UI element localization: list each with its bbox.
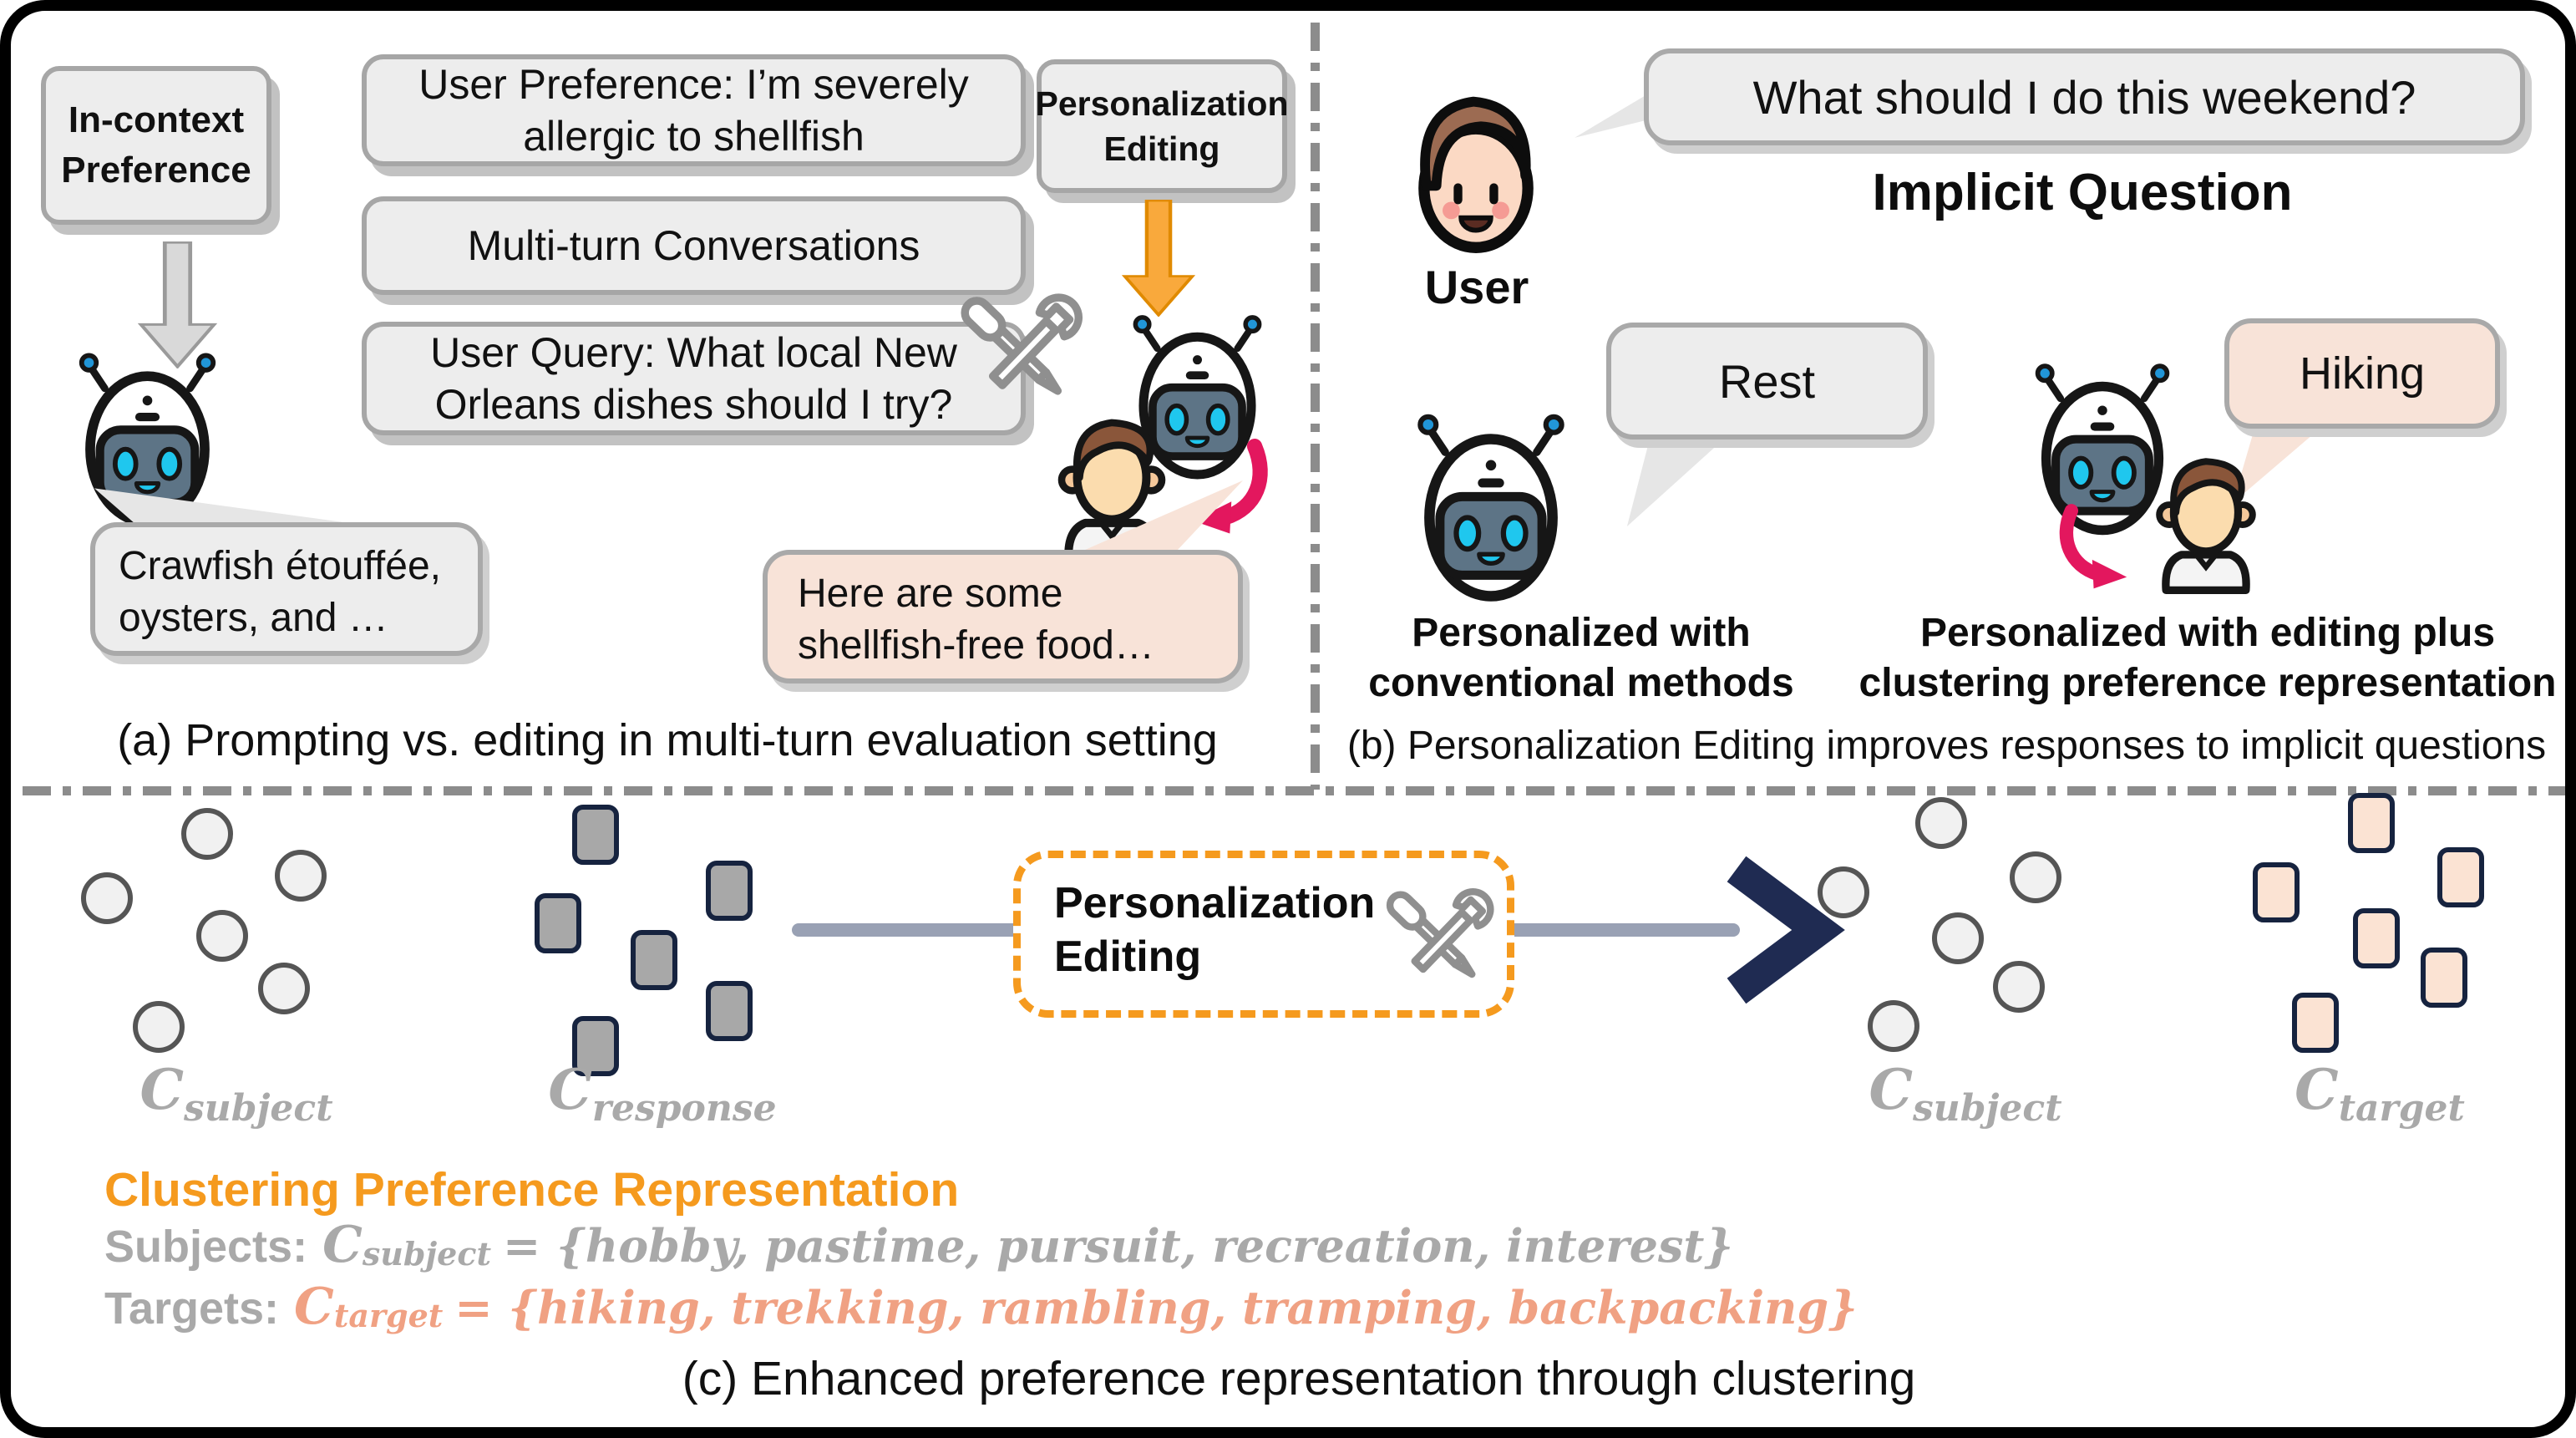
cluster-dot-response — [706, 861, 753, 921]
cluster-dot-subject-before — [181, 808, 233, 860]
conventional-method-label: Personalized with conventional methods — [1368, 611, 1794, 705]
personalization-editing-tag: Personalization Editing — [1036, 59, 1289, 193]
cluster-dot-subject-before — [275, 850, 327, 902]
pink-curved-arrow-icon — [2059, 504, 2127, 589]
cluster-dot-response — [631, 930, 677, 990]
subjects-symbol: C — [322, 1216, 363, 1274]
cluster-dot-subject-after — [1915, 797, 1967, 849]
cluster-dot-subject-before — [196, 910, 248, 962]
editing-method-label: Personalized with editing plus clusterin… — [1858, 611, 2557, 705]
subjects-set: = {hobby, pastime, pursuit, recreation, … — [503, 1219, 1734, 1273]
implicit-question-label: Implicit Question — [1872, 164, 2293, 221]
clustering-heading: Clustering Preference Representation — [104, 1163, 960, 1217]
person-icon — [2139, 444, 2273, 599]
speech-tail — [1626, 433, 1732, 526]
cluster-dot-subject-after — [1932, 912, 1984, 964]
edited-response-bubble: Here are some shellfish-free food… — [763, 550, 1243, 683]
cluster-dot-target — [2421, 948, 2467, 1008]
cluster-dot-subject-after — [1818, 866, 1869, 918]
cluster-dot-target — [2437, 847, 2484, 907]
hiking-bubble: Hiking — [2224, 318, 2500, 429]
subjects-prefix: Subjects: — [104, 1222, 308, 1272]
cluster-label-subject-before: Csubject — [139, 1057, 333, 1131]
targets-subscript: target — [333, 1297, 444, 1335]
cluster-dot-response — [535, 893, 581, 953]
cluster-dot-target — [2292, 993, 2339, 1053]
cluster-dot-target — [2348, 793, 2395, 853]
cluster-label-target: Ctarget — [2295, 1057, 2465, 1131]
horizontal-divider — [23, 786, 2565, 795]
cluster-dot-target — [2353, 908, 2400, 968]
weekend-question-bubble: What should I do this weekend? — [1644, 48, 2525, 145]
robot-icon — [1412, 410, 1569, 607]
pink-curved-arrow-icon — [1193, 438, 1268, 534]
targets-prefix: Targets: — [104, 1283, 280, 1334]
personalization-editing-box-label: Personalization Editing — [1054, 879, 1376, 981]
incontext-preference-tag: In-context Preference — [41, 66, 271, 225]
cluster-dot-subject-before — [258, 963, 310, 1014]
cluster-dot-response — [706, 981, 753, 1041]
user-preference-box: User Preference: I’m severely allergic t… — [362, 54, 1026, 166]
cluster-label-subject-after: Csubject — [1869, 1057, 2062, 1131]
targets-set: = {hiking, trekking, rambling, tramping,… — [454, 1281, 1858, 1334]
orange-down-arrow-icon — [1122, 200, 1195, 317]
chevron-arrowhead-icon — [1727, 856, 1845, 1004]
rest-bubble: Rest — [1606, 323, 1928, 440]
cluster-dot-target — [2253, 862, 2300, 922]
cluster-dot-subject-after — [2010, 851, 2061, 903]
cluster-dot-response — [572, 805, 619, 865]
subjects-subscript: subject — [362, 1235, 492, 1273]
caption-b: (b) Personalization Editing improves res… — [1346, 724, 2547, 768]
subjects-line: Subjects: Csubject = {hobby, pastime, purs… — [104, 1216, 1733, 1274]
targets-line: Targets: Ctarget = {hiking, trekking, ramb… — [104, 1278, 1858, 1336]
cluster-dot-subject-before — [133, 1001, 185, 1053]
cluster-dot-subject-before — [81, 872, 133, 924]
cluster-dot-subject-after — [1868, 1000, 1919, 1052]
tools-icon — [1370, 873, 1510, 1014]
multiturn-box: Multi-turn Conversations — [362, 196, 1026, 295]
vertical-divider — [1311, 23, 1320, 790]
user-label: User — [1424, 261, 1529, 313]
caption-c: (c) Enhanced preference representation t… — [682, 1352, 1916, 1405]
user-query-box: User Query: What local New Orleans dishe… — [362, 322, 1026, 435]
caption-a: (a) Prompting vs. editing in multi-turn … — [117, 715, 1218, 765]
cluster-dot-response — [572, 1016, 619, 1076]
targets-symbol: C — [294, 1278, 334, 1336]
cluster-label-response: Cresponse — [548, 1057, 777, 1131]
user-avatar-icon — [1402, 79, 1550, 265]
baseline-response-bubble: Crawfish étouffée, oysters, and … — [90, 522, 483, 656]
personalization-editing-box: Personalization Editing — [1013, 851, 1514, 1018]
cluster-dot-subject-after — [1993, 961, 2045, 1013]
